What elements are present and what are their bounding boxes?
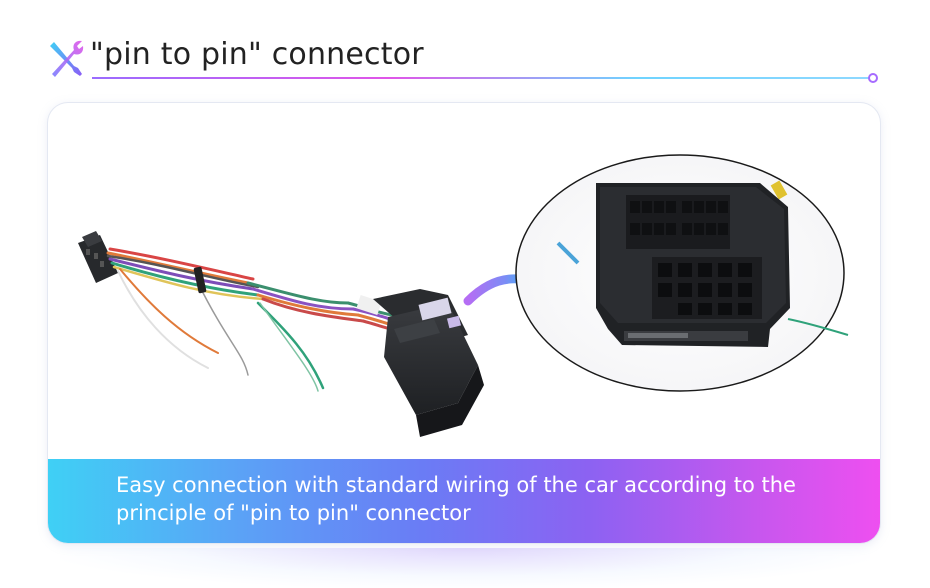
section-header: "pin to pin" connector: [44, 36, 884, 86]
product-photo: [78, 154, 849, 437]
card-reflection: [60, 548, 870, 588]
tools-icon: [50, 40, 84, 77]
page-title: "pin to pin" connector: [90, 37, 424, 72]
connector-closeup: [515, 154, 849, 392]
title-end-dot: [868, 73, 878, 83]
title-underline: [92, 77, 872, 79]
caption-text: Easy connection with standard wiring of …: [116, 473, 796, 525]
caption-banner: Easy connection with standard wiring of …: [48, 459, 880, 543]
iso-plug: [78, 231, 118, 283]
quadlock-connector: [373, 289, 484, 437]
product-card: Easy connection with standard wiring of …: [48, 103, 880, 543]
wiring-harness: [78, 231, 484, 437]
